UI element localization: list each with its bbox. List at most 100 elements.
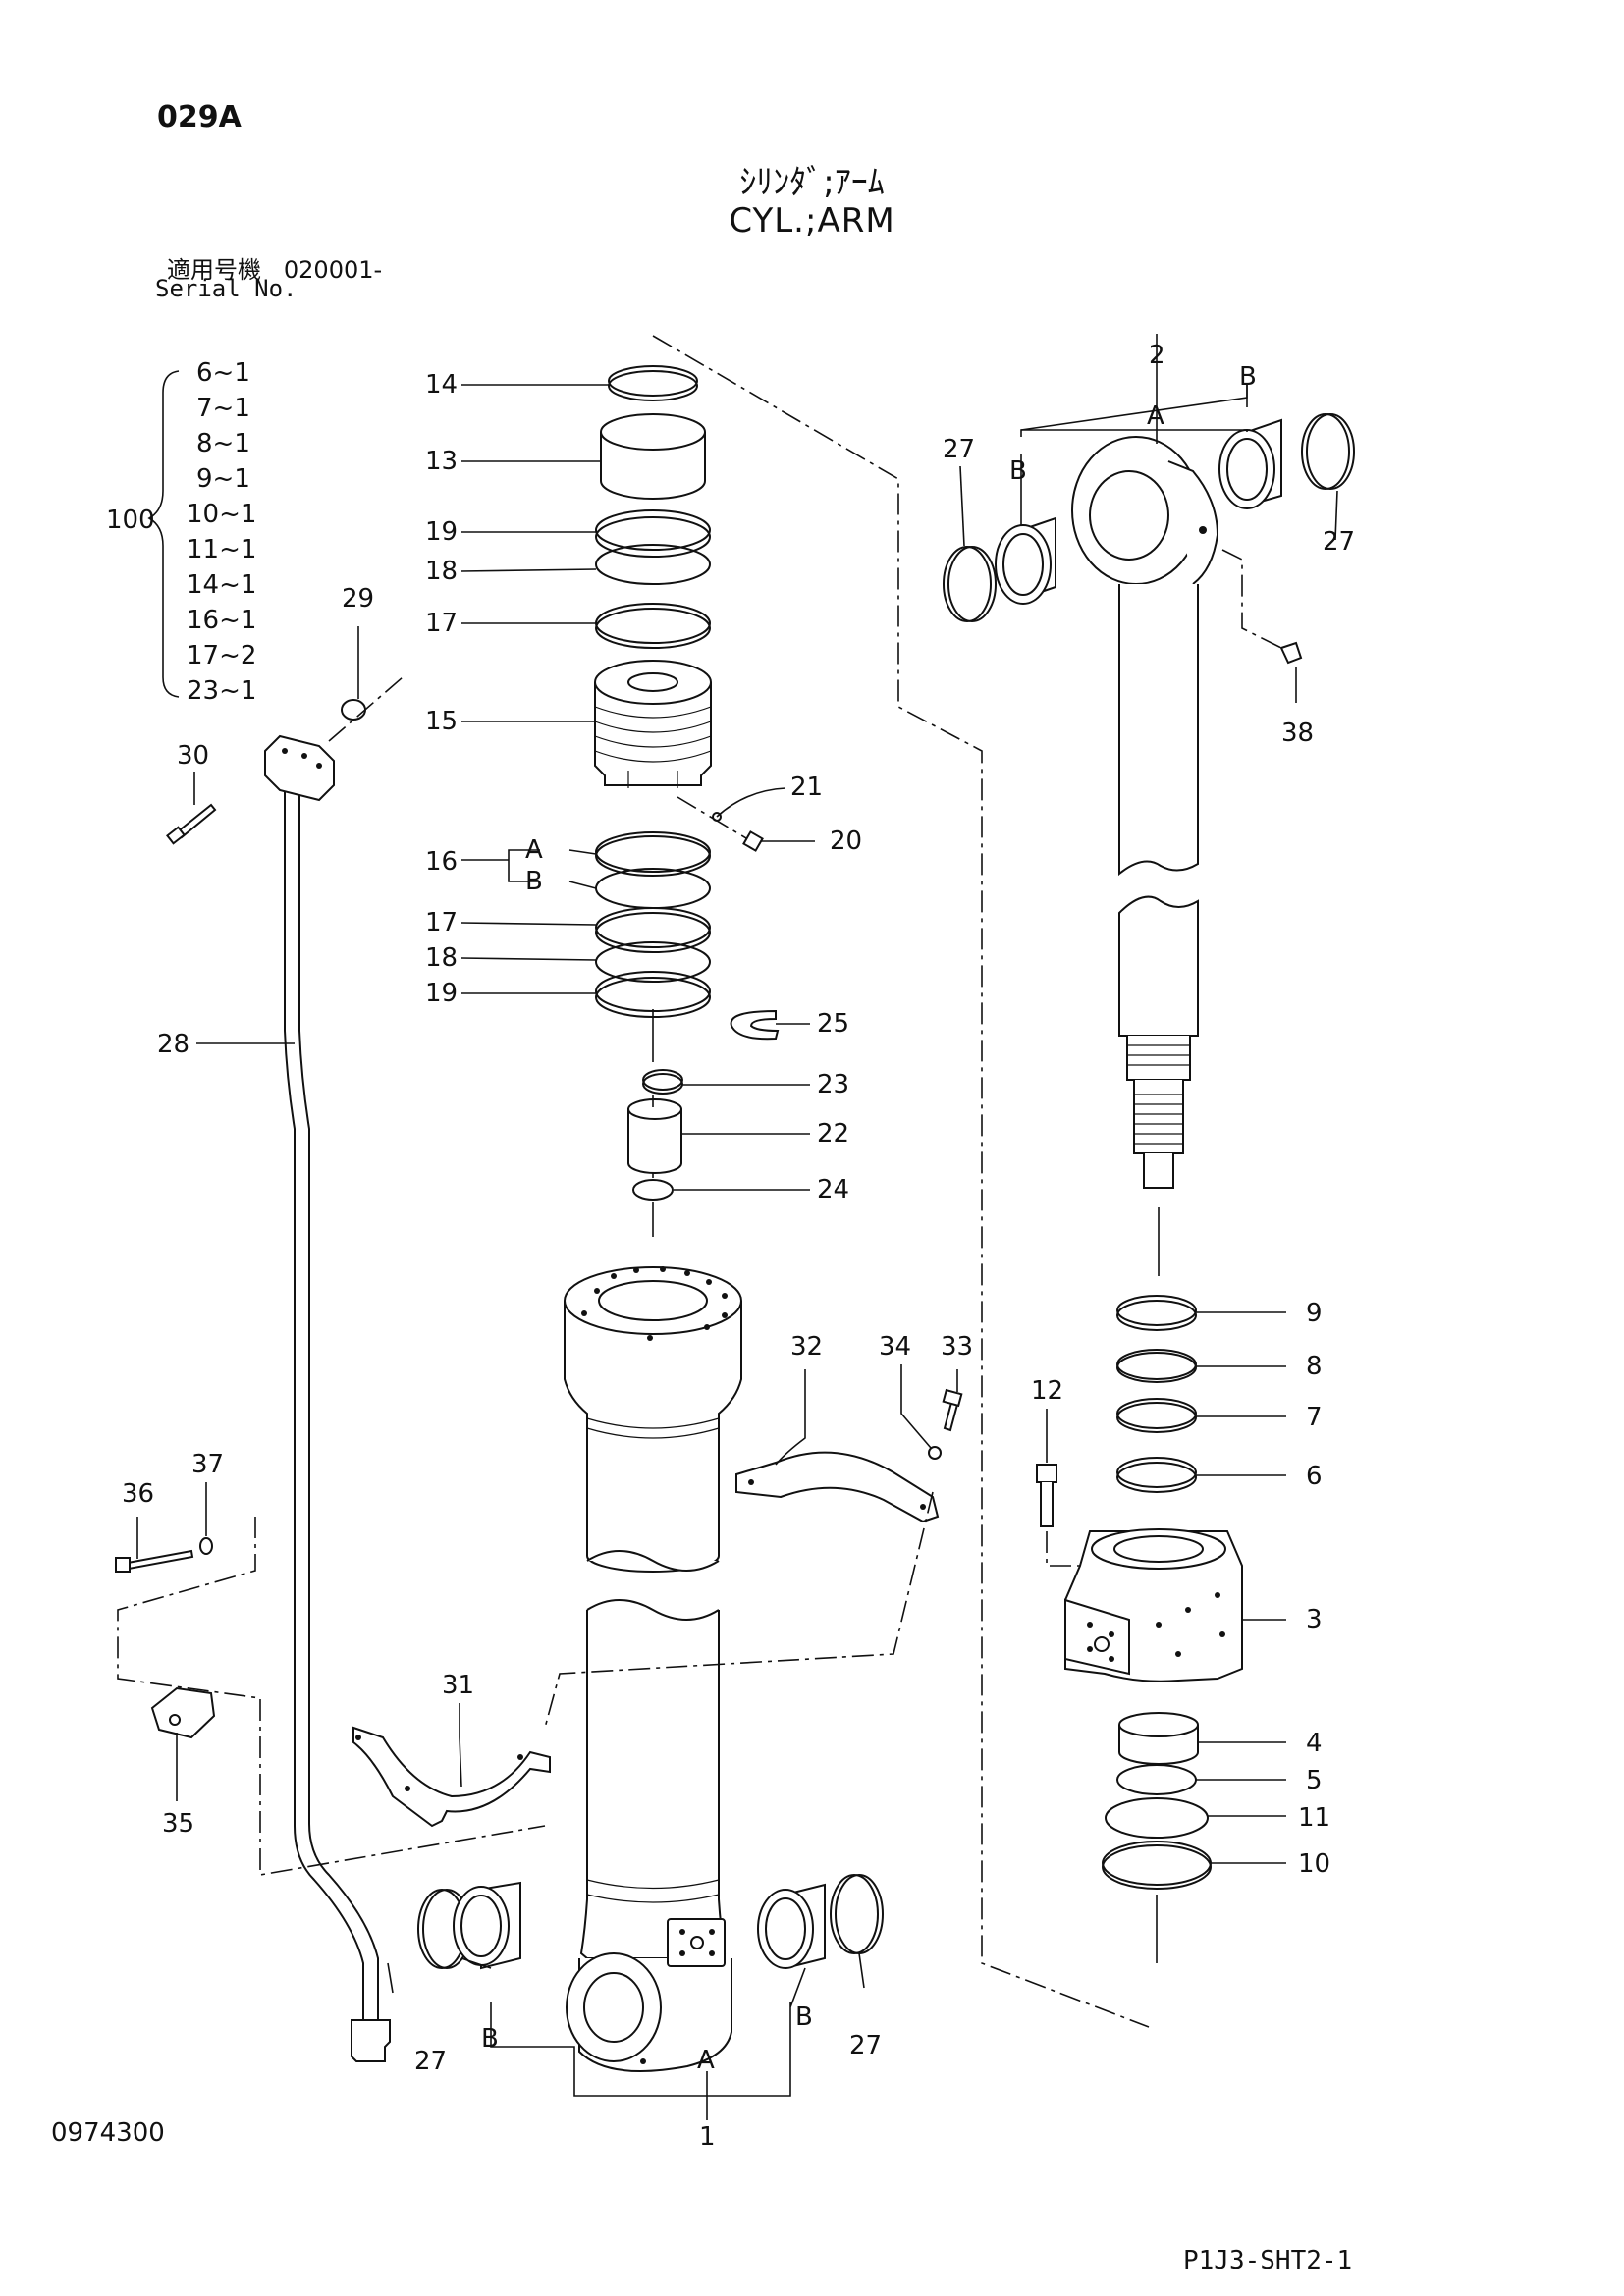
callout-16-a: A [525, 835, 543, 865]
clamp-31 [352, 1726, 551, 1828]
callout-10: 10 [1298, 1849, 1330, 1879]
piston-parts-stack [594, 365, 780, 1237]
nut-22 [627, 1109, 682, 1174]
o-ring-10 [1102, 1841, 1212, 1886]
callout-16: 16 [425, 847, 458, 877]
callout-7: 7 [1306, 1403, 1323, 1432]
kit-item: 7~1 [196, 394, 250, 423]
dust-seal-27-rod-right [1301, 413, 1350, 490]
callout-4: 4 [1306, 1729, 1323, 1758]
callout-6: 6 [1306, 1462, 1323, 1491]
kit-item: 23~1 [187, 676, 256, 706]
callout-tube-b-right: B [795, 2002, 813, 2032]
ring-19-edge [595, 516, 711, 558]
callout-12: 12 [1031, 1376, 1063, 1406]
callout-28: 28 [157, 1030, 189, 1059]
washer-37 [199, 1537, 213, 1555]
callout-2: 2 [1149, 341, 1165, 370]
assembly-axis-line [652, 335, 1150, 2028]
pipe-28 [264, 734, 391, 2062]
callout-tube-a: A [697, 2046, 715, 2075]
kit-item: 8~1 [196, 429, 250, 458]
callout-19-upper: 19 [425, 517, 458, 547]
callout-rod-a: A [1147, 401, 1164, 431]
ball-axis [677, 796, 757, 845]
serial-label-japanese: 適用号機 020001- [167, 250, 382, 285]
backup-ring-5 [1116, 1764, 1197, 1795]
serial-label-jp-text: 適用号機 [167, 256, 261, 284]
document-number: 0974300 [51, 2118, 165, 2148]
kit-item: 10~1 [187, 500, 256, 529]
callout-15: 15 [425, 707, 458, 736]
callout-8: 8 [1306, 1352, 1323, 1381]
callout-37: 37 [191, 1450, 224, 1479]
callout-3: 3 [1306, 1605, 1323, 1634]
ring-18-lower [595, 941, 711, 983]
bushing-13 [600, 432, 706, 500]
callout-25: 25 [817, 1009, 849, 1039]
callout-22: 22 [817, 1119, 849, 1148]
callout-21: 21 [790, 773, 823, 802]
callout-17-lower: 17 [425, 908, 458, 937]
wear-ring-14-edge [608, 370, 698, 401]
backup-ring-11 [1105, 1797, 1209, 1839]
callout-tube-b-left: B [481, 2024, 499, 2054]
tube-pin-bushings [417, 1874, 884, 1970]
clamp-31-axis [117, 1517, 546, 1876]
ring-17-lower [595, 907, 711, 948]
block-35 [150, 1686, 216, 1739]
title-english: CYL.;ARM [729, 201, 895, 240]
callout-5: 5 [1306, 1766, 1323, 1795]
callout-11: 11 [1298, 1803, 1330, 1833]
ring-19 [595, 509, 711, 551]
callout-18-lower: 18 [425, 943, 458, 973]
kit-item: 16~1 [187, 606, 256, 635]
set-screw-20 [742, 830, 764, 852]
kit-item: 17~2 [187, 641, 256, 670]
seal-kit-list: 100 6~1 7~1 8~1 9~1 10~1 11~1 14~1 16~1 … [106, 358, 256, 706]
kit-item: 9~1 [196, 464, 250, 494]
callout-27-tube-left: 27 [414, 2047, 447, 2076]
grease-fitting-axis [1221, 549, 1282, 649]
dust-seal-27-right [830, 1874, 879, 1954]
kit-item: 6~1 [196, 358, 250, 388]
leader-lines [136, 334, 1338, 2120]
callout-17-upper: 17 [425, 609, 458, 638]
callout-13: 13 [425, 447, 458, 476]
callout-rod-b-left: B [1009, 456, 1027, 486]
page-id: 029A [157, 100, 242, 134]
title-japanese: ｼﾘﾝﾀﾞ;ｱｰﾑ [739, 163, 885, 202]
ring-6 [1116, 1457, 1197, 1488]
callout-24: 24 [817, 1175, 849, 1204]
callout-16-b: B [525, 867, 543, 896]
dust-seal-27-rod-left [943, 546, 992, 622]
callout-rod-b-right: B [1239, 362, 1257, 392]
bolt-12 [1036, 1464, 1057, 1527]
callout-31: 31 [442, 1671, 474, 1700]
callout-27-rod-left: 27 [943, 435, 975, 464]
serial-value: 020001- [283, 256, 383, 284]
kit-item: 11~1 [187, 535, 256, 564]
callout-19-lower: 19 [425, 979, 458, 1008]
grease-fitting-38 [1279, 641, 1303, 665]
seal-16a [595, 831, 711, 873]
callout-30: 30 [177, 741, 209, 771]
kit-item: 14~1 [187, 570, 256, 600]
wear-ring-14 [608, 365, 698, 397]
ring-17-edge [595, 608, 711, 649]
piston-15 [594, 660, 712, 788]
clamp-32 [735, 1451, 940, 1523]
cylinder-tube-1 [564, 1266, 742, 2072]
serial-label-english: Serial No. [155, 275, 298, 302]
callout-38: 38 [1281, 719, 1314, 748]
rod-head-3 [1064, 1528, 1243, 1682]
sheet-number: P1J3-SHT2-1 [1183, 2246, 1353, 2275]
callout-33: 33 [941, 1332, 973, 1362]
callout-14: 14 [425, 370, 458, 400]
callout-23: 23 [817, 1070, 849, 1099]
ring-8 [1116, 1349, 1197, 1380]
callout-34: 34 [879, 1332, 911, 1362]
callout-labels: 14 13 19 18 17 15 21 20 16 A B 17 18 19 … [122, 341, 1355, 2152]
callout-29: 29 [342, 584, 374, 614]
